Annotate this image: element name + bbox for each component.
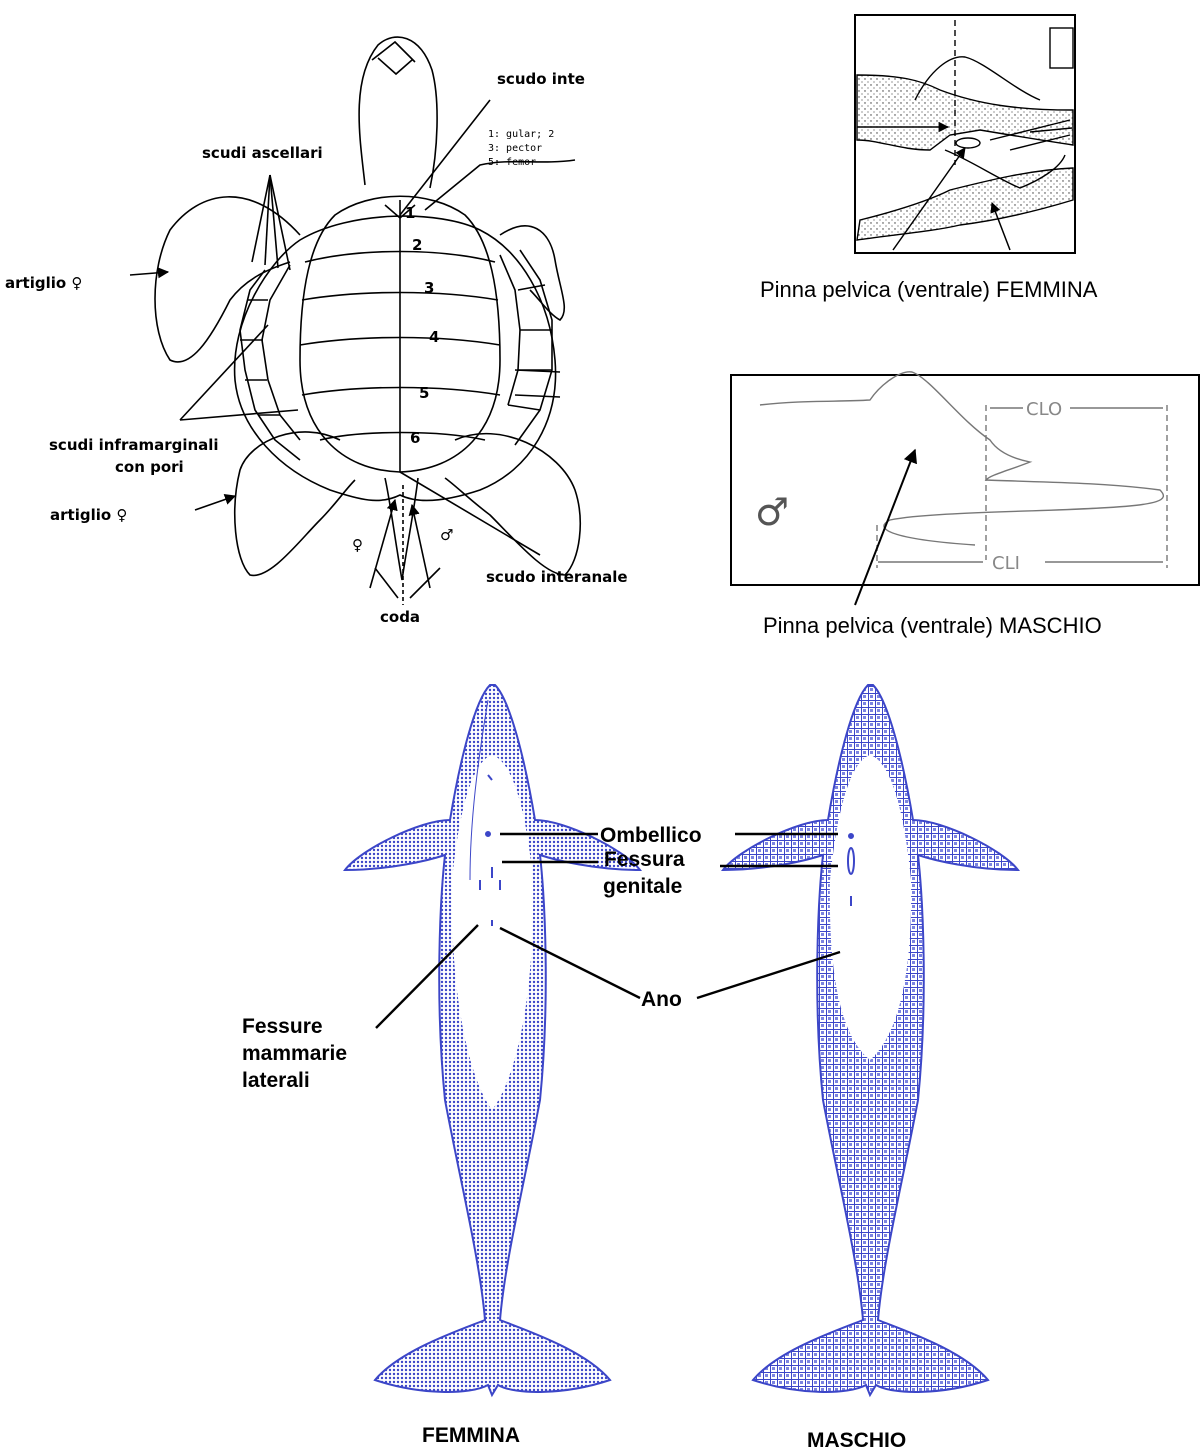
shark-female-panel: Pinna pelvica (ventrale) FEMMINA xyxy=(760,15,1098,302)
label-inframarginali-2: con pori xyxy=(115,458,184,476)
label-femmina: FEMMINA xyxy=(422,1424,520,1447)
male-symbol: ♂ xyxy=(755,490,789,534)
shark-male-frame xyxy=(731,375,1199,585)
carapace-outline xyxy=(235,216,556,500)
label-cli: CLI xyxy=(992,553,1020,574)
label-scutes-legend-3: 5: femor xyxy=(488,157,536,168)
label-fessure-3: laterali xyxy=(242,1069,310,1092)
left-rear-flipper xyxy=(235,432,355,575)
shark-male-panel: CLO CLI ♂ Pinna pelvica (ventrale) MASCH… xyxy=(731,372,1199,638)
label-coda: coda xyxy=(380,608,420,626)
scute-number: 3 xyxy=(424,279,434,297)
label-artiglio-top: artiglio ♀ xyxy=(5,274,82,292)
label-scudo-interanale: scudo interanale xyxy=(486,568,628,586)
label-female-symbol: ♀ xyxy=(352,536,363,554)
dolphin-male xyxy=(723,685,1018,1395)
dolphin-female xyxy=(345,685,640,1395)
scute-number: 4 xyxy=(429,328,439,346)
label-scudi-ascellari: scudi ascellari xyxy=(202,144,323,162)
label-fessura-2: genitale xyxy=(603,875,682,898)
scute-number: 1 xyxy=(405,204,415,222)
label-male-symbol: ♂ xyxy=(440,526,453,544)
scute-number: 2 xyxy=(412,236,422,254)
scute-number: 5 xyxy=(419,384,429,402)
turtle-diagram xyxy=(130,37,580,605)
turtle-head xyxy=(359,37,437,188)
caption-male-fin: Pinna pelvica (ventrale) MASCHIO xyxy=(763,613,1102,638)
label-scutes-legend-1: 1: gular; 2 xyxy=(488,129,554,140)
label-fessure-1: Fessure xyxy=(242,1015,323,1038)
turtle-labels: scudo inte 1: gular; 2 3: pector 5: femo… xyxy=(5,70,628,626)
label-scudo-inte: scudo inte xyxy=(497,70,585,88)
label-maschio: MASCHIO xyxy=(807,1429,906,1452)
label-fessura-1: Fessura xyxy=(604,848,685,871)
left-front-flipper xyxy=(155,197,300,362)
scute-number: 6 xyxy=(410,429,420,447)
label-fessure-2: mammarie xyxy=(242,1042,347,1065)
turtle-tail xyxy=(385,478,418,580)
right-front-flipper xyxy=(500,226,564,320)
label-artiglio-bottom: artiglio ♀ xyxy=(50,506,127,524)
caption-female-fin: Pinna pelvica (ventrale) FEMMINA xyxy=(760,277,1098,302)
label-scutes-legend-2: 3: pector xyxy=(488,143,542,154)
label-ano: Ano xyxy=(641,988,682,1011)
label-ombellico: Ombellico xyxy=(600,824,702,847)
right-rear-flipper xyxy=(445,434,580,575)
label-clo: CLO xyxy=(1026,399,1062,420)
label-inframarginali-1: scudi inframarginali xyxy=(49,436,219,454)
